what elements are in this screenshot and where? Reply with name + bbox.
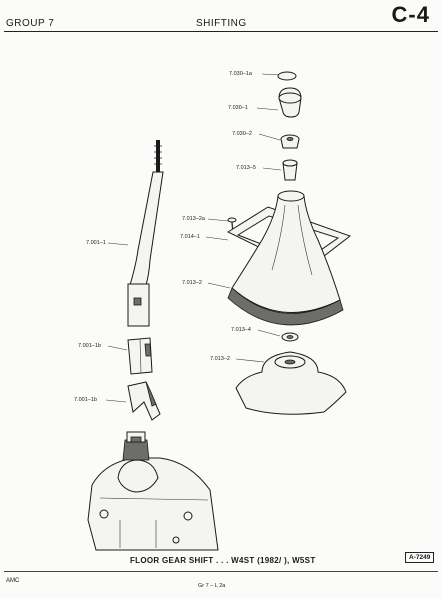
leader-lines (105, 73, 282, 403)
label-knob-cap: 7.030–1a (229, 71, 252, 77)
label-lever-clip-lower: 7.001–1b (74, 397, 97, 403)
label-lower-dust-boot: 7.013–2 (210, 356, 230, 362)
lower-dust-boot (235, 351, 347, 415)
group-number: GROUP 7 (6, 18, 55, 29)
header-rule (4, 31, 438, 32)
lever-clip-upper (127, 337, 153, 375)
shift-lever (127, 140, 164, 327)
pivot-bushing (281, 332, 299, 342)
figure-caption: FLOOR GEAR SHIFT . . . W4ST (1982/ ), W5… (130, 556, 316, 565)
label-shift-boot: 7.013–2 (182, 280, 202, 286)
jam-nut (280, 134, 300, 149)
lever-clip-lower (127, 381, 161, 421)
label-boot-bushing: 7.013–5 (236, 165, 256, 171)
label-shift-lever: 7.001–1 (86, 240, 106, 246)
section-title: SHIFTING (196, 18, 247, 29)
label-shift-knob: 7.030–1 (228, 105, 248, 111)
label-lever-clip-upper: 7.001–1b (78, 343, 101, 349)
figure-reference: A-7249 (405, 552, 435, 563)
knob-cap (277, 71, 297, 81)
label-jam-nut: 7.030–2 (232, 131, 252, 137)
transmission-housing (87, 431, 219, 551)
footer-page-ref: Gr 7 – L 2a (198, 583, 226, 589)
label-boot-retainer: 7.014–1 (180, 234, 200, 240)
label-pivot-bushing: 7.013–4 (231, 327, 251, 333)
footer-rule (4, 571, 438, 572)
shift-boot (227, 190, 344, 326)
page-code: C-4 (391, 2, 430, 27)
label-retaining-screw: 7.013–2a (182, 216, 205, 222)
boot-bushing (282, 159, 298, 181)
shift-knob (278, 87, 302, 118)
footer-brand: AMC (6, 578, 20, 584)
